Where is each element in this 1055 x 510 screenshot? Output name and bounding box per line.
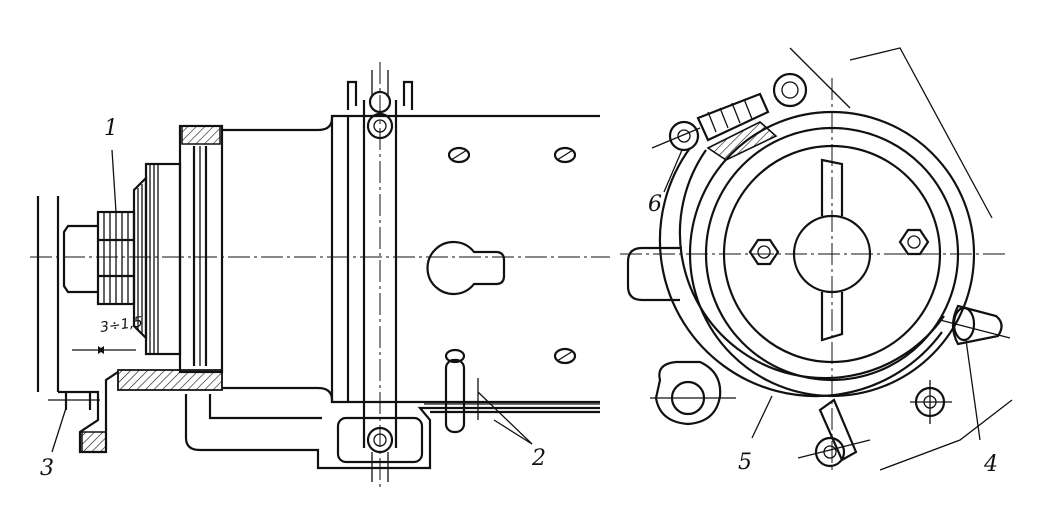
gear-part-1 (96, 210, 136, 306)
side-lug (626, 246, 682, 302)
body-slots (426, 146, 577, 365)
pin-part-2 (444, 348, 479, 434)
bottom-screw (797, 398, 871, 468)
hub-bolts (748, 228, 930, 266)
side-view-leaders (51, 149, 533, 453)
drum-inner (704, 126, 960, 382)
shaft-end (62, 224, 98, 294)
callout-4: 4 (984, 452, 998, 477)
dimension-marker (72, 346, 136, 354)
callout-6: 6 (648, 192, 662, 217)
clamp-band (346, 62, 414, 490)
bracket-part-3 (36, 196, 119, 454)
drum-outer (688, 110, 976, 398)
callout-2: 2 (532, 446, 546, 471)
side-view (30, 62, 610, 490)
brake-band-part-5 (658, 147, 943, 398)
hub-bore (792, 214, 872, 294)
housing-flange (178, 124, 224, 374)
lower-nut (910, 380, 952, 424)
callout-3: 3 (40, 456, 54, 481)
base-bracket (184, 394, 600, 470)
end-view (620, 47, 1013, 471)
callout-1: 1 (104, 116, 118, 141)
keyhole-window (426, 240, 506, 296)
pin-part-4 (939, 304, 1011, 346)
hatched-foot (117, 369, 223, 391)
callout-5: 5 (738, 450, 752, 475)
end-view-leaders (663, 149, 981, 441)
cylinder-body (222, 114, 600, 404)
adjust-screw-part-6 (651, 72, 808, 161)
disc-pack (132, 162, 182, 356)
lower-eye (650, 360, 736, 426)
